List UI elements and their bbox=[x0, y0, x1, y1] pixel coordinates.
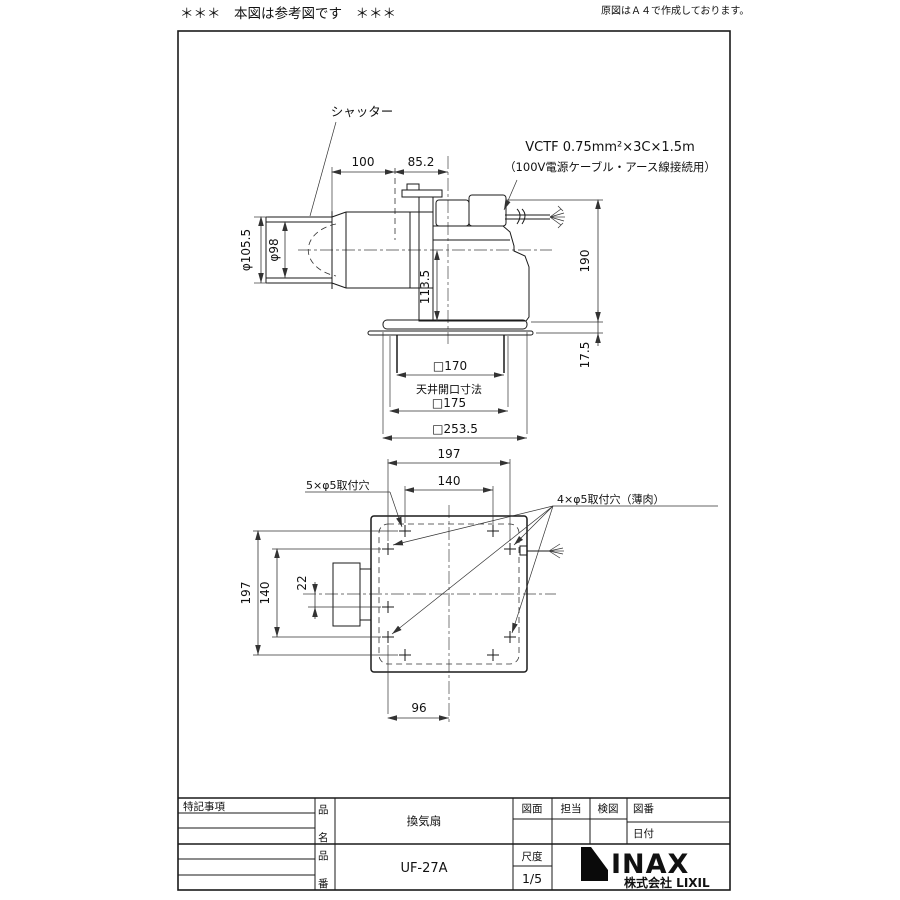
drawing-label: 図面 bbox=[522, 803, 543, 815]
product-name-label-bottom: 名 bbox=[318, 831, 329, 844]
ceiling-opening-label: 天井開口寸法 bbox=[416, 382, 482, 396]
dim-113-5: 113.5 bbox=[418, 270, 432, 304]
dim-197-left: 197 bbox=[239, 582, 253, 605]
dim-190: 190 bbox=[578, 250, 592, 273]
check-label: 検図 bbox=[598, 802, 619, 815]
product-name-label-top: 品 bbox=[318, 804, 329, 816]
notes-label: 特記事項 bbox=[183, 800, 225, 813]
dim-17-5: 17.5 bbox=[578, 342, 592, 369]
page-border bbox=[177, 30, 731, 891]
thin-wall-holes bbox=[382, 543, 516, 643]
dim-duct-inner: φ98 bbox=[267, 238, 281, 261]
dim-253-5: □253.5 bbox=[432, 422, 478, 436]
dim-197-top: 197 bbox=[438, 447, 461, 461]
product-code-label-bottom: 番 bbox=[318, 878, 329, 890]
scale-label: 尺度 bbox=[522, 850, 543, 863]
shutter-label: シャッター bbox=[331, 104, 394, 119]
cable-spec: VCTF 0.75mm²×3C×1.5m bbox=[525, 140, 694, 155]
date-label: 日付 bbox=[633, 827, 654, 840]
side-view: シャッター VCTF 0.75mm²×3C×1.5m （100V電源ケーブル・ア… bbox=[239, 104, 716, 441]
a4-note: 原図はＡ４で作成しております。 bbox=[601, 5, 749, 17]
dim-22: 22 bbox=[295, 575, 309, 590]
company-text: 株式会社 LIXIL bbox=[624, 875, 710, 890]
shutter-outline bbox=[307, 223, 337, 277]
drawing-no-label: 図番 bbox=[633, 803, 654, 815]
mount-holes bbox=[382, 525, 499, 661]
product-code: UF-27A bbox=[400, 861, 447, 876]
power-cable bbox=[505, 205, 565, 229]
dim-170: □170 bbox=[433, 359, 467, 373]
dim-100: 100 bbox=[352, 155, 375, 169]
mount-holes-label: 5×φ5取付穴 bbox=[306, 478, 369, 492]
product-code-label-top: 品 bbox=[318, 850, 329, 862]
dim-duct-outer: φ105.5 bbox=[239, 229, 253, 271]
dim-140-left: 140 bbox=[258, 582, 272, 605]
dim-140-top: 140 bbox=[438, 474, 461, 488]
dim-175: □175 bbox=[432, 396, 466, 410]
bottom-view: 197 140 197 140 22 96 5×φ5取付穴 4×φ5取付穴（薄肉… bbox=[239, 447, 718, 724]
inax-logo: INAX 株式会社 LIXIL bbox=[581, 847, 710, 890]
scale-value: 1/5 bbox=[522, 871, 542, 886]
reference-note: ＊＊＊ 本図は参考図です ＊＊＊ bbox=[180, 5, 396, 22]
bottom-wire bbox=[519, 543, 564, 559]
title-block: 特記事項 品 名 換気扇 品 番 UF-27A 図面 担当 検図 図番 日付 尺… bbox=[178, 797, 730, 890]
thin-holes-label: 4×φ5取付穴（薄肉） bbox=[557, 492, 664, 506]
dim-96: 96 bbox=[411, 701, 426, 715]
person-label: 担当 bbox=[561, 802, 582, 815]
brand-text: INAX bbox=[611, 849, 689, 880]
product-name: 換気扇 bbox=[407, 814, 442, 828]
dim-85-2: 85.2 bbox=[408, 155, 435, 169]
cable-note: （100V電源ケーブル・アース線接続用） bbox=[504, 160, 716, 174]
